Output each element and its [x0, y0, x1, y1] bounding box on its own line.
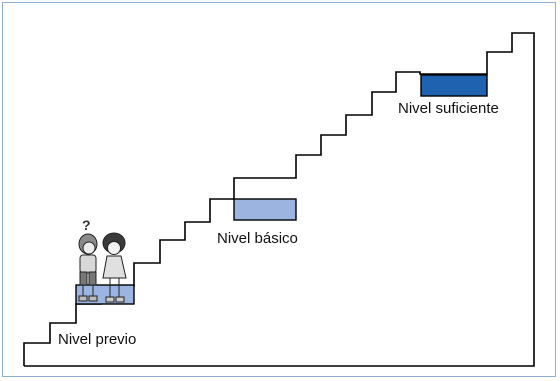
- level-box-suficiente: [420, 74, 488, 97]
- boy-figure: [78, 233, 98, 302]
- diagram-frame: [2, 2, 556, 377]
- girl-figure: [102, 232, 127, 303]
- level-label-basico: Nivel básico: [217, 230, 298, 247]
- question-mark: ?: [82, 217, 91, 233]
- level-box-basico: [233, 198, 297, 221]
- level-label-suficiente: Nivel suficiente: [398, 100, 499, 117]
- level-label-previo: Nivel previo: [58, 331, 136, 348]
- two-children-icon: ?: [78, 217, 127, 303]
